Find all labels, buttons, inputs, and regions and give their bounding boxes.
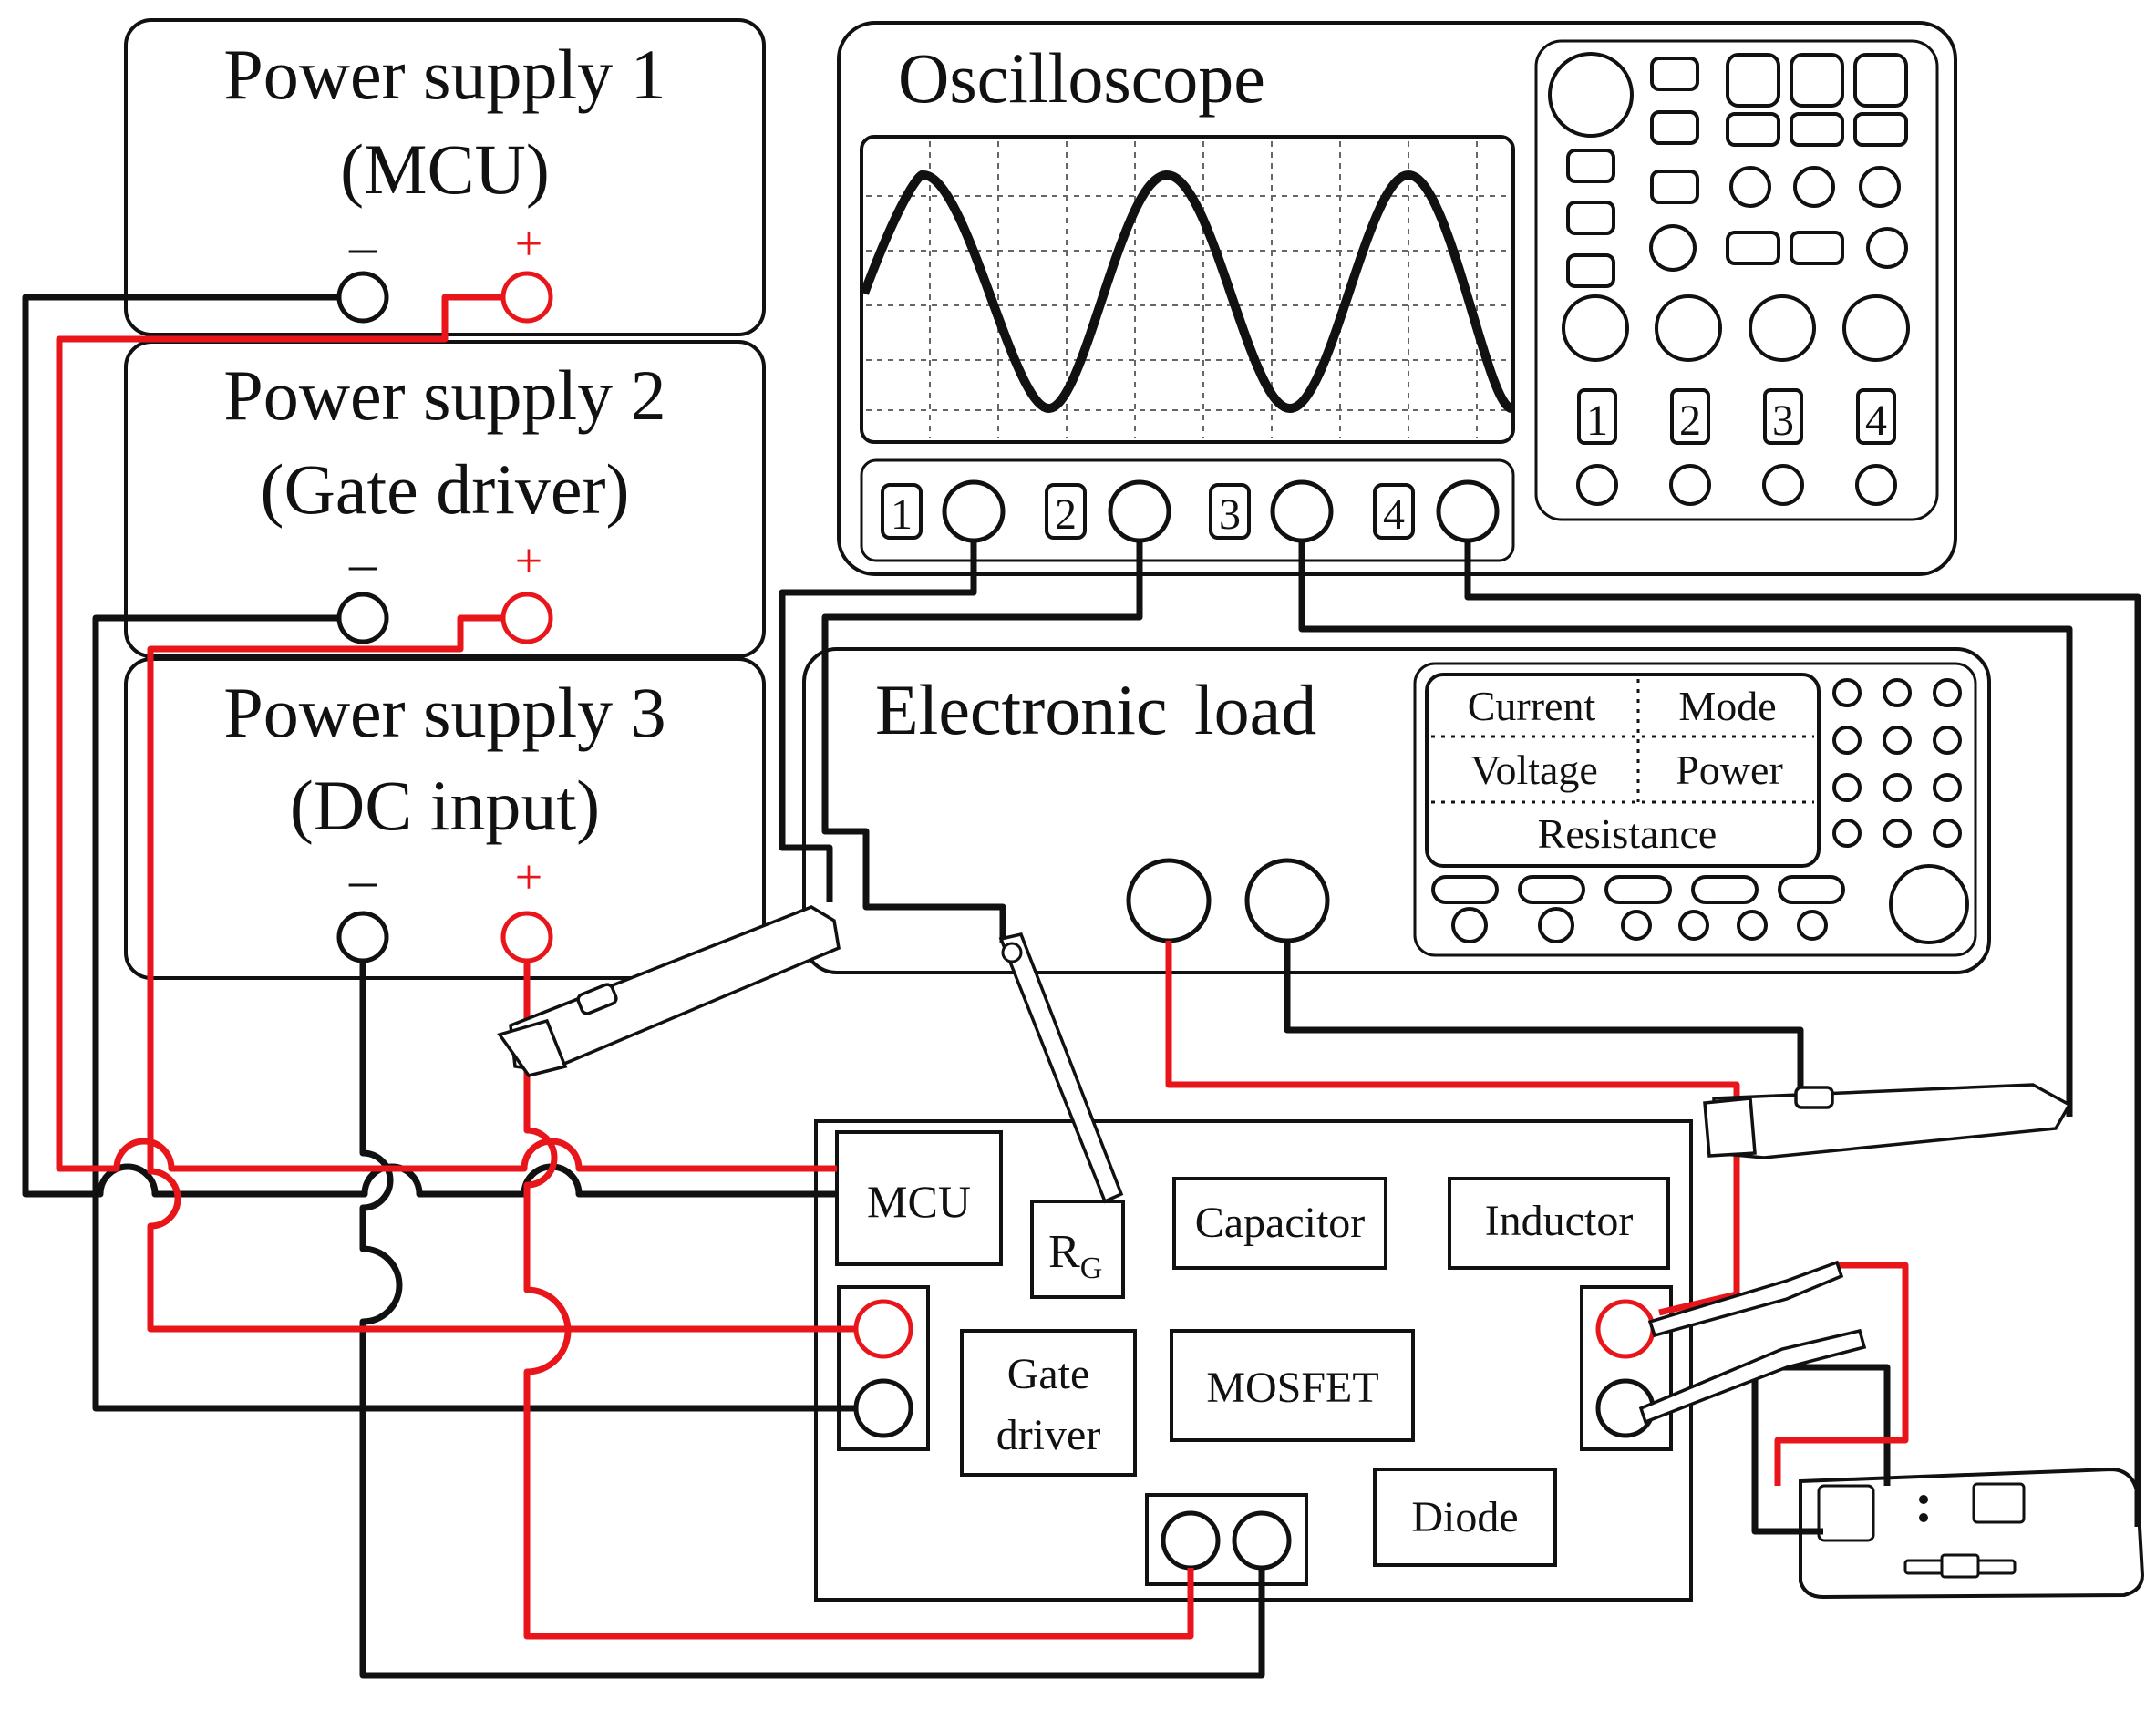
diode-block (1373, 1468, 1557, 1567)
gate-driver-block (960, 1329, 1137, 1477)
capacitor-label: Capacitor (1195, 1199, 1366, 1247)
electronic-load: Electronic load Current Mode Voltage Pow… (802, 647, 1991, 974)
capacitor-block (1172, 1177, 1387, 1270)
output-voltage-probe-negative (1638, 1328, 1867, 1425)
svg-text:4: 4 (1383, 490, 1405, 539)
electronic-load-title: Electronic load (875, 670, 1316, 749)
svg-text:3: 3 (1219, 490, 1241, 539)
oscilloscope: Oscilloscope 1 2 (837, 21, 1957, 576)
power-supply-3-positive-terminal[interactable] (500, 911, 553, 963)
electronic-load-current-label: Current (1468, 683, 1596, 729)
electronic-load-voltage-label: Voltage (1470, 747, 1598, 793)
power-supply-3-subtitle: (DC input) (290, 766, 600, 845)
svg-text:1: 1 (1586, 397, 1608, 445)
power-supply-2-subtitle: (Gate driver) (261, 449, 630, 529)
svg-text:3: 3 (1772, 397, 1794, 445)
oscilloscope-channel-1[interactable]: 1 (881, 479, 1006, 543)
power-supply-1-minus-label: – (348, 216, 377, 276)
gate-driver-supply-negative-terminal[interactable] (853, 1378, 913, 1438)
mcu-block (835, 1130, 1003, 1266)
dut-board: MCU RG Capacitor Inductor Gate driver MO… (814, 1119, 1693, 1602)
power-supply-3-negative-terminal[interactable] (336, 911, 389, 963)
power-supply-3-plus-label: + (515, 850, 542, 904)
electronic-load-positive-terminal[interactable] (1126, 858, 1212, 943)
svg-text:2: 2 (1055, 490, 1077, 539)
svg-text:2: 2 (1679, 397, 1701, 445)
power-supply-1-title: Power supply 1 (223, 35, 665, 114)
power-supply-1-plus-label: + (515, 216, 542, 271)
gate-driver-supply-positive-terminal[interactable] (853, 1299, 913, 1359)
mcu-label: MCU (867, 1176, 971, 1227)
oscilloscope-knob-large[interactable] (1548, 52, 1634, 138)
diode-label: Diode (1411, 1493, 1518, 1541)
oscilloscope-channel-3[interactable]: 3 (1209, 479, 1334, 543)
output-voltage-probe-positive (1647, 1260, 1844, 1338)
oscilloscope-channel-4[interactable]: 4 (1373, 479, 1500, 543)
mosfet-block (1170, 1329, 1415, 1442)
power-supply-2: Power supply 2 (Gate driver) – + (124, 340, 766, 658)
power-supply-3-minus-label: – (348, 850, 377, 910)
current-probe-right (1703, 1083, 2072, 1159)
oscilloscope-title: Oscilloscope (898, 38, 1265, 118)
gate-resistor-label: R (1048, 1226, 1080, 1278)
panel-channel-2-button[interactable] (1670, 388, 1710, 445)
power-supply-2-minus-label: – (348, 533, 377, 593)
mosfet-label: MOSFET (1206, 1364, 1378, 1412)
svg-text:1: 1 (891, 490, 913, 539)
inductor-block (1448, 1177, 1670, 1270)
current-probe-left (497, 905, 841, 1077)
panel-channel-4-button[interactable] (1856, 388, 1896, 445)
dc-input-positive-terminal[interactable] (1161, 1510, 1221, 1571)
oscilloscope-panel-channel-buttons: 1 2 3 4 (1577, 388, 1896, 445)
gate-resistor-block (1030, 1200, 1125, 1299)
oscilloscope-waveform (860, 170, 1514, 414)
voltage-meter (1799, 1467, 2145, 1600)
electronic-load-display (1425, 673, 1821, 868)
electronic-load-negative-terminal[interactable] (1244, 858, 1330, 943)
power-supply-1-subtitle: (MCU) (340, 129, 550, 209)
panel-channel-3-button[interactable] (1763, 388, 1803, 445)
power-supply-3-title: Power supply 3 (223, 673, 665, 752)
inductor-label: Inductor (1485, 1197, 1634, 1245)
power-supply-1-negative-terminal[interactable] (336, 271, 389, 324)
gate-driver-label-line2: driver (996, 1411, 1101, 1459)
electronic-load-keypad (1832, 678, 1962, 848)
electronic-load-knob[interactable] (1889, 864, 1969, 944)
power-supply-1: Power supply 1 (MCU) – + (124, 18, 766, 336)
electronic-load-power-label: Power (1676, 747, 1783, 793)
power-supply-2-negative-terminal[interactable] (336, 592, 389, 644)
svg-text:4: 4 (1865, 397, 1887, 445)
power-supply-1-positive-terminal[interactable] (500, 271, 553, 324)
power-supply-2-positive-terminal[interactable] (500, 592, 553, 644)
oscilloscope-channel-2[interactable]: 2 (1045, 479, 1171, 543)
gate-driver-label-line1: Gate (1007, 1350, 1090, 1398)
gate-voltage-probe (998, 932, 1124, 1204)
electronic-load-mode-label: Mode (1678, 683, 1776, 729)
svg-text:RG: RG (1048, 1226, 1102, 1285)
output-positive-terminal[interactable] (1595, 1299, 1656, 1359)
oscilloscope-control-panel (1534, 39, 1939, 521)
power-supply-3: Power supply 3 (DC input) – + (124, 657, 766, 980)
dc-input-negative-terminal[interactable] (1232, 1510, 1292, 1571)
gate-resistor-subscript: G (1080, 1252, 1103, 1285)
panel-channel-1-button[interactable] (1577, 388, 1617, 445)
power-supply-2-plus-label: + (515, 533, 542, 588)
power-supply-2-title: Power supply 2 (223, 355, 665, 435)
electronic-load-resistance-label: Resistance (1538, 810, 1718, 857)
